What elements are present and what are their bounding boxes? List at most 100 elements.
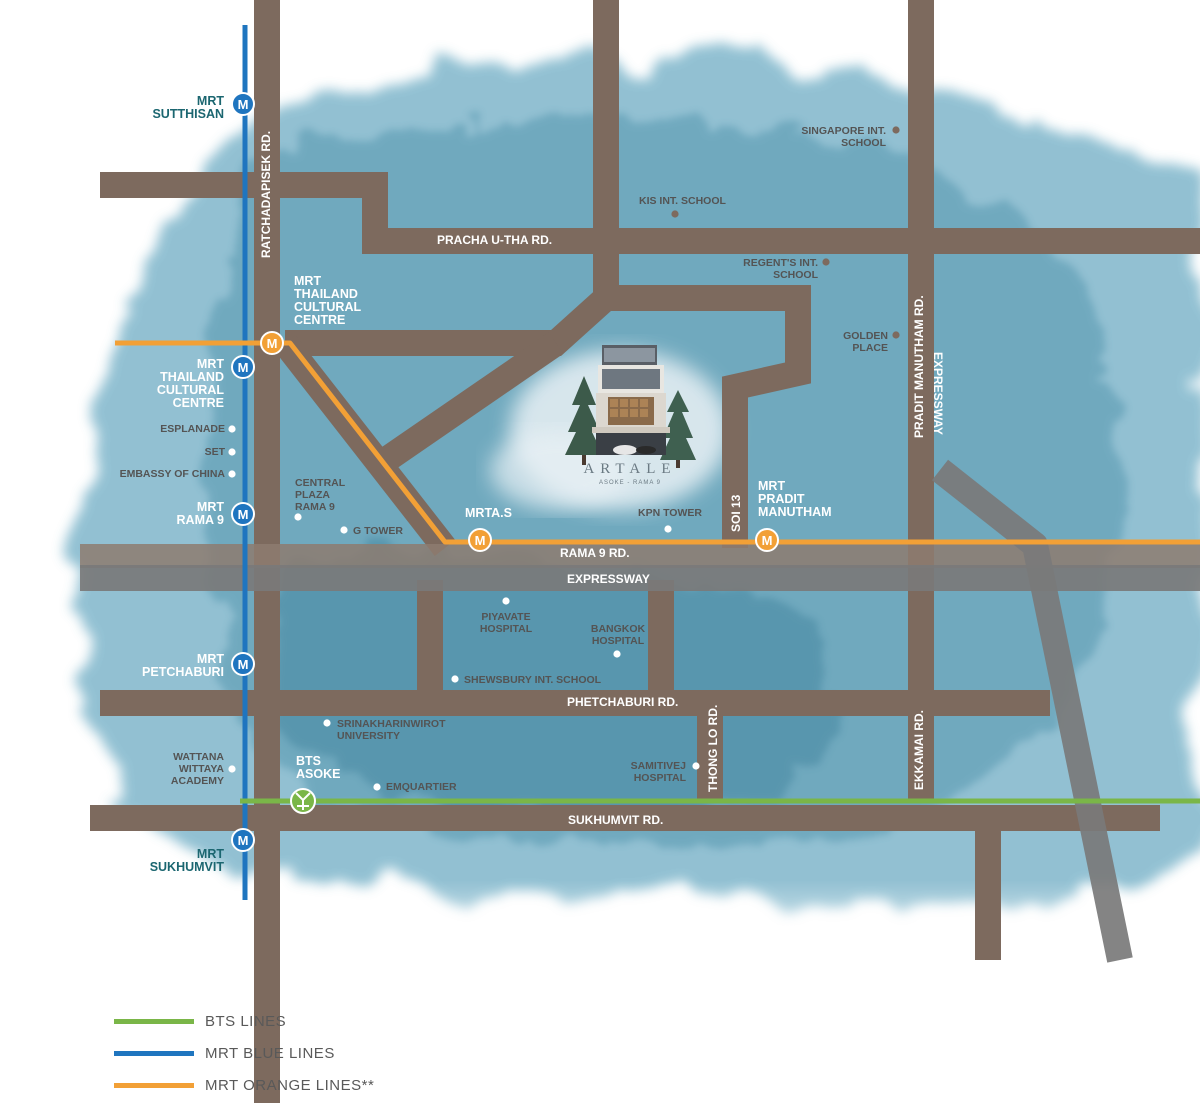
poi-label-regents-school: REGENT'S INT. SCHOOL xyxy=(743,257,818,281)
station-marker-thailand-cc-orange-symbol: M xyxy=(267,336,278,351)
poi-label-golden-place: GOLDEN PLACE xyxy=(843,330,888,354)
legend-item-mrt-orange: MRT ORANGE LINES** xyxy=(114,1077,374,1094)
poi-dot-kis xyxy=(671,210,679,218)
station-marker-petchaburi: M xyxy=(231,652,255,676)
station-marker-pradit-manutham-symbol: M xyxy=(762,533,773,548)
station-marker-mrtas-circle xyxy=(468,528,492,552)
legend-swatch-mrt-orange xyxy=(114,1083,194,1088)
artale-logo-name: ARTALE xyxy=(583,461,677,477)
station-marker-petchaburi-circle xyxy=(231,652,255,676)
poi-label-set: SET xyxy=(204,446,225,458)
poi-label-singapore-school: SINGAPORE INT. SCHOOL xyxy=(801,125,886,149)
station-marker-rama9: M xyxy=(231,502,255,526)
road-label-pracha-u-tha: PRACHA U-THA RD. xyxy=(437,233,553,247)
station-label-thailand-cc-orange: MRT THAILAND CULTURAL CENTRE xyxy=(294,274,362,327)
poi-dot-esplanade xyxy=(228,425,236,433)
legend-label-mrt-orange: MRT ORANGE LINES** xyxy=(205,1077,375,1094)
road-label-sukhumvit: SUKHUMVIT RD. xyxy=(568,813,664,827)
legend-item-bts: BTS LINES xyxy=(114,1013,286,1030)
station-label-sutthisan: MRT SUTTHISAN xyxy=(152,94,224,121)
road-expressway-vertical xyxy=(931,459,1133,963)
poi-dot-set xyxy=(228,448,236,456)
station-label-bts-asoke: BTS ASOKE xyxy=(296,754,341,781)
station-marker-sutthisan: M xyxy=(231,92,255,116)
poi-label-embassy-china: EMBASSY OF CHINA xyxy=(119,468,225,480)
station-label-petchaburi: MRT PETCHABURI xyxy=(142,652,224,679)
station-marker-thailand-cc-blue-symbol: M xyxy=(238,360,249,375)
poi-label-kis-school: KIS INT. SCHOOL xyxy=(639,195,726,207)
mrt-orange-line xyxy=(115,340,1200,545)
road-pracha-u-tha xyxy=(100,172,1200,254)
legend-label-mrt-blue: MRT BLUE LINES xyxy=(205,1045,335,1062)
poi-dot-kpn xyxy=(664,525,672,533)
legend-swatch-bts xyxy=(114,1019,194,1024)
artale-logo-sub: ASOKE - RAMA 9 xyxy=(598,480,661,486)
poi-dot-piyavate xyxy=(502,597,510,605)
road-label-expressway-v: EXPRESSWAY xyxy=(931,352,945,435)
poi-label-shewsbury: SHEWSBURY INT. SCHOOL xyxy=(464,674,602,686)
poi-dot-emquartier xyxy=(373,783,381,791)
poi-dot-bangkok xyxy=(613,650,621,658)
poi-label-srinakharinwirot: SRINAKHARINWIROT UNIVERSITY xyxy=(337,718,446,742)
road-diagonal-tcc xyxy=(274,335,456,556)
station-marker-sutthisan-circle xyxy=(231,92,255,116)
poi-dot-central xyxy=(294,513,302,521)
station-label-rama9: MRT RAMA 9 xyxy=(176,500,224,527)
poi-dot-wattana xyxy=(228,765,236,773)
poi-label-bangkok-hospital: BANGKOK HOSPITAL xyxy=(590,623,646,647)
road-network xyxy=(80,0,1200,1103)
station-marker-pradit-manutham: M xyxy=(755,528,779,552)
legend-label-bts: BTS LINES xyxy=(205,1013,287,1030)
station-marker-sukhumvit: M xyxy=(231,828,255,852)
road-label-ekkamai: EKKAMAI RD. xyxy=(912,710,926,790)
station-marker-sukhumvit-symbol: M xyxy=(238,833,249,848)
bts-asoke-icon xyxy=(295,792,311,810)
road-label-ratchadapisek: RATCHADAPISEK RD. xyxy=(259,130,273,258)
station-marker-mrtas-symbol: M xyxy=(475,533,486,548)
poi-dot-golden xyxy=(892,331,900,339)
poi-label-central-plaza: CENTRAL PLAZA RAMA 9 xyxy=(295,477,346,513)
artale-logo: ARTALE ASOKE - RAMA 9 xyxy=(560,460,700,488)
station-marker-mrtas: M xyxy=(468,528,492,552)
road-label-soi13: SOI 13 xyxy=(729,494,743,532)
poi-label-esplanade: ESPLANADE xyxy=(160,423,225,435)
station-marker-thailand-cc-blue-circle xyxy=(231,355,255,379)
station-marker-sukhumvit-circle xyxy=(231,828,255,852)
station-marker-sutthisan-symbol: M xyxy=(238,97,249,112)
station-marker-thailand-cc-orange-circle xyxy=(260,331,284,355)
road-label-expressway-h: EXPRESSWAY xyxy=(567,572,650,586)
road-label-thong-lo: THONG LO RD. xyxy=(706,704,720,792)
station-label-mrtas: MRTA.S xyxy=(465,506,512,520)
station-label-pradit-manutham: MRT PRADIT MANUTHAM xyxy=(758,479,832,519)
poi-label-piyavate: PIYAVATE HOSPITAL xyxy=(479,611,533,635)
rail-network: M M M M M M M M xyxy=(115,25,1200,900)
poi-dot-srinakharinwirot xyxy=(323,719,331,727)
poi-dot-embassy xyxy=(228,470,236,478)
station-marker-bts-asoke xyxy=(290,788,316,814)
poi-dot-samitivej xyxy=(692,762,700,770)
station-label-sukhumvit: MRT SUKHUMVIT xyxy=(149,847,224,874)
poi-dot-gtower xyxy=(340,526,348,534)
station-marker-rama9-symbol: M xyxy=(238,507,249,522)
poi-label-emquartier: EMQUARTIER xyxy=(386,781,457,793)
road-label-rama9: RAMA 9 RD. xyxy=(560,546,630,560)
poi-label-g-tower: G TOWER xyxy=(353,525,403,537)
station-label-thailand-cc-blue: MRT THAILAND CULTURAL CENTRE xyxy=(156,357,224,410)
poi-dot-regents xyxy=(822,258,830,266)
poi-label-samitivej: SAMITIVEJ HOSPITAL xyxy=(630,760,686,784)
road-label-pradit-manutham: PRADIT MANUTHAM RD. xyxy=(912,295,926,438)
legend-item-mrt-blue: MRT BLUE LINES xyxy=(114,1045,335,1062)
poi-dot-singapore xyxy=(892,126,900,134)
station-marker-pradit-manutham-circle xyxy=(755,528,779,552)
artale-building-illustration xyxy=(565,345,696,468)
poi-dot-shewsbury xyxy=(451,675,459,683)
legend-swatch-mrt-blue xyxy=(114,1051,194,1056)
station-marker-petchaburi-symbol: M xyxy=(238,657,249,672)
poi-label-wattana: WATTANA WITTAYA ACADEMY xyxy=(170,751,224,787)
road-diagonal-branch xyxy=(378,332,564,471)
poi-label-kpn-tower: KPN TOWER xyxy=(638,507,702,519)
station-marker-rama9-circle xyxy=(231,502,255,526)
station-marker-thailand-cc-orange: M xyxy=(260,331,284,355)
